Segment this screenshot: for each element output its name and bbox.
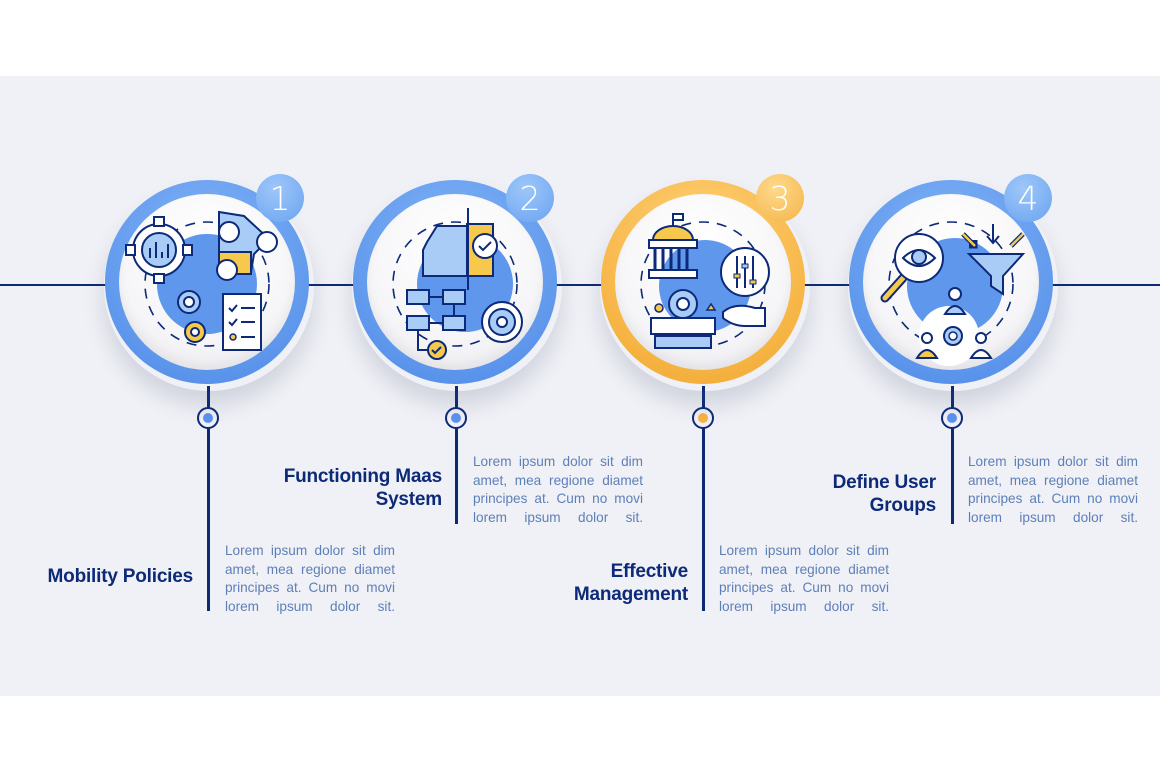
step-3-circle <box>601 180 805 384</box>
step-4-description: Lorem ipsum dolor sit dim amet, mea regi… <box>968 454 1138 525</box>
step-4-stem <box>951 386 954 524</box>
step-2-description: Lorem ipsum dolor sit dim amet, mea regi… <box>473 454 643 525</box>
step-2-node <box>445 407 467 429</box>
step-3-node <box>692 407 714 429</box>
timeline-horizontal-line <box>0 284 1160 286</box>
eye-funnel-users-icon <box>880 221 1026 366</box>
infographic-panel <box>0 76 1160 696</box>
step-2-number-badge: 2 <box>506 174 554 222</box>
step-3-description: Lorem ipsum dolor sit dim amet, mea regi… <box>719 543 889 614</box>
step-1-circle <box>105 180 309 384</box>
step-2-stem <box>455 386 458 524</box>
car-flowchart-gear-icon <box>392 208 523 360</box>
step-1-node <box>197 407 219 429</box>
step-3-stem <box>702 386 705 611</box>
step-4-node <box>941 407 963 429</box>
step-2-title: Functioning Maas System <box>283 466 443 510</box>
step-4-title: Define User Groups <box>832 472 937 516</box>
government-settings-hand-icon <box>640 213 770 349</box>
policy-gears-checklist-icon <box>125 210 278 351</box>
step-4-number-badge: 4 <box>1004 174 1052 222</box>
step-1-stem <box>207 386 210 611</box>
step-1-title: Mobility Policies <box>47 566 194 587</box>
step-3-title: Effective Management <box>573 561 688 605</box>
step-4-circle <box>849 180 1053 384</box>
step-1-description: Lorem ipsum dolor sit dim amet, mea regi… <box>225 543 395 614</box>
step-1-number-badge: 1 <box>256 174 304 222</box>
step-3-number-badge: 3 <box>756 174 804 222</box>
